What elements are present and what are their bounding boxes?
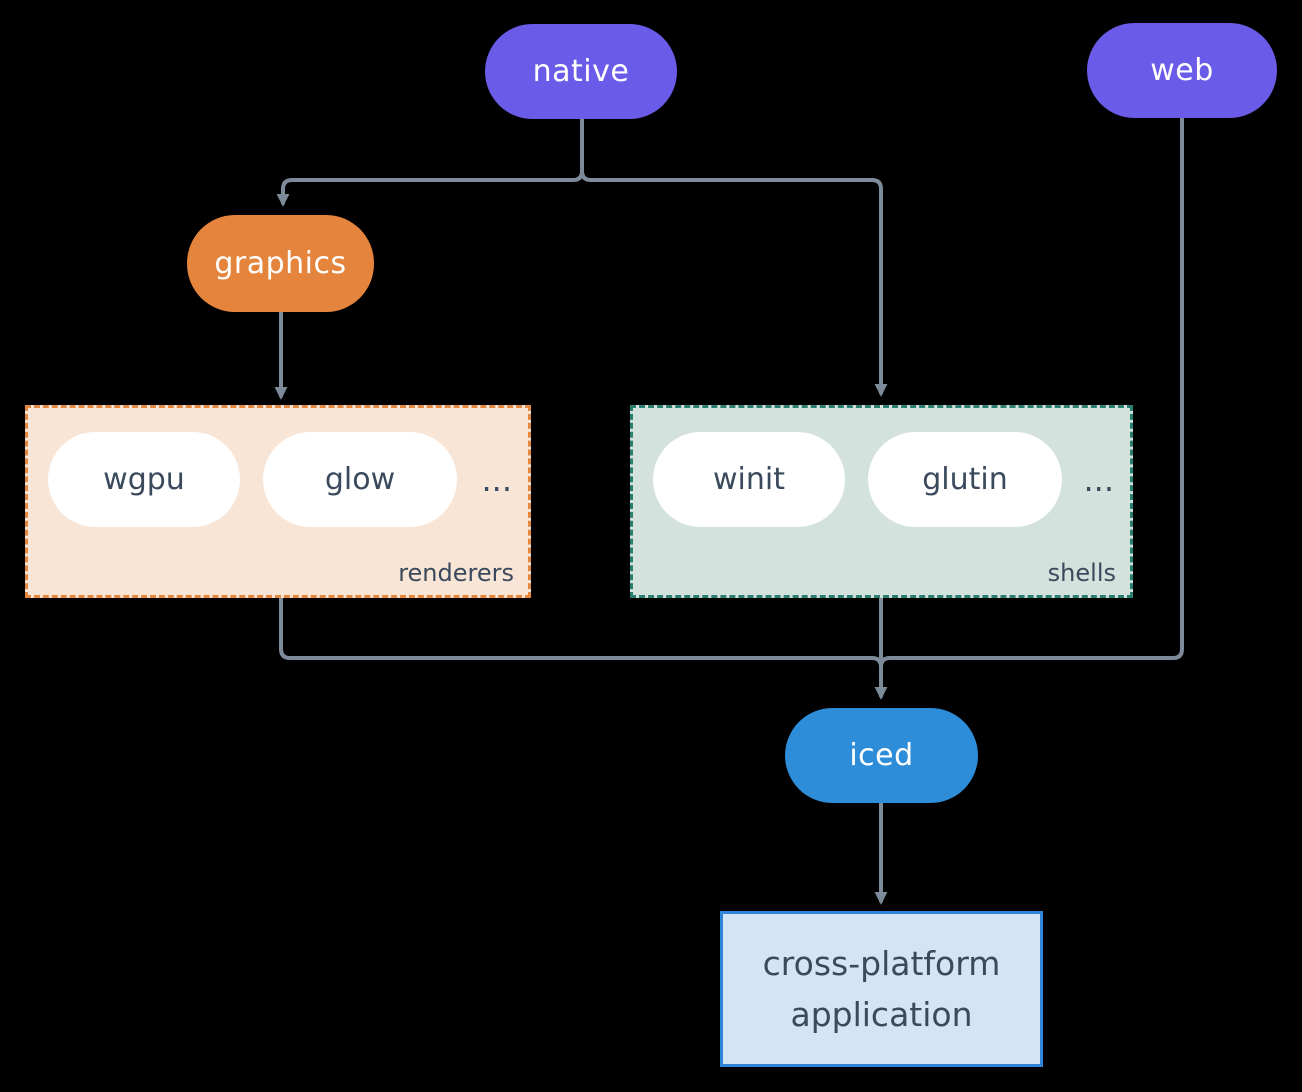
edge-native-graphics (276, 117, 584, 207)
shells-ellipsis: ... (1083, 460, 1114, 499)
node-native-label: native (532, 54, 630, 89)
node-graphics: graphics (187, 215, 374, 312)
renderers-ellipsis: ... (481, 460, 512, 499)
node-glutin: glutin (868, 432, 1062, 527)
shells-group-label: shells (1047, 559, 1116, 587)
group-renderers: wgpu glow ... renderers (25, 405, 531, 598)
application-label-line2: application (790, 995, 973, 1034)
node-graphics-label: graphics (214, 246, 347, 281)
node-iced: iced (785, 708, 978, 803)
edge-native-shells (580, 117, 888, 397)
node-application: cross-platform application (720, 911, 1043, 1067)
node-wgpu: wgpu (48, 432, 240, 527)
application-label-line1: cross-platform (762, 944, 1001, 983)
edge-renderers-junction (279, 596, 883, 672)
node-wgpu-label: wgpu (103, 462, 185, 497)
node-glow: glow (263, 432, 457, 527)
node-winit: winit (653, 432, 845, 527)
node-native: native (485, 24, 677, 119)
node-web-label: web (1150, 53, 1214, 88)
node-glutin-label: glutin (922, 462, 1008, 497)
node-iced-label: iced (849, 738, 914, 773)
node-winit-label: winit (713, 462, 785, 497)
group-shells: winit glutin ... shells (630, 405, 1133, 598)
node-web: web (1087, 23, 1277, 118)
renderers-group-label: renderers (398, 559, 514, 587)
node-glow-label: glow (324, 462, 396, 497)
